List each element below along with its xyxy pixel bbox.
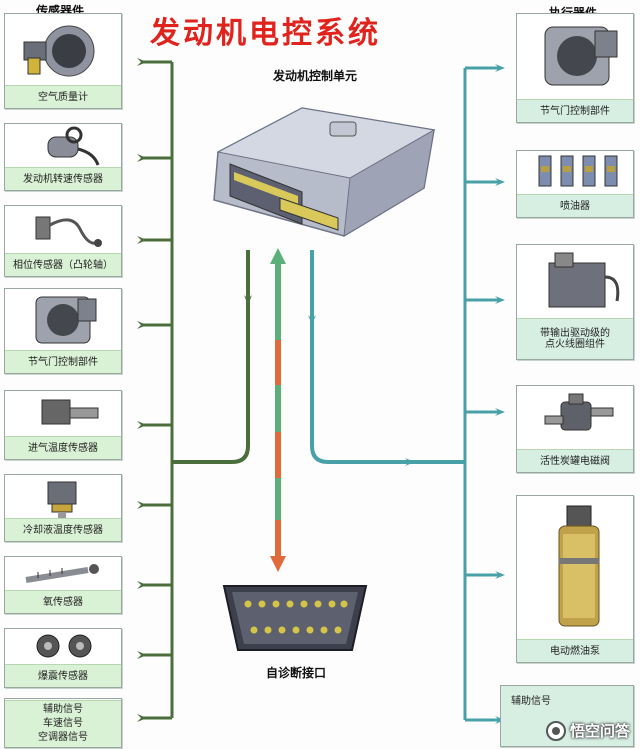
actuator-caption: 喷油器 <box>517 194 633 217</box>
fuel-injector-icon <box>517 151 633 195</box>
sensor-card-engine-speed: 发动机转速传感器 <box>4 123 122 191</box>
air-mass-meter-icon <box>5 14 121 86</box>
sensor-caption: 节气门控制部件 <box>5 350 121 373</box>
sensor-caption: 发动机转速传感器 <box>5 167 121 190</box>
actuator-caption: 带输出驱动级的 点火线圈组件 <box>517 318 633 359</box>
sensor-caption: 氧传感器 <box>5 590 121 613</box>
ignition-coil-icon <box>517 245 633 319</box>
ecu-image <box>213 107 436 237</box>
phase-sensor-icon <box>5 206 121 254</box>
sensor-caption: 冷却液温度传感器 <box>5 518 121 541</box>
watermark: 悟空问答 <box>545 720 630 741</box>
sensor-caption: 辅助信号 车速信号 空调器信号 <box>5 700 121 747</box>
actuator-card-aux-signal: 辅助信号 <box>500 685 634 747</box>
throttle-body-icon <box>5 289 121 351</box>
actuator-caption: 节气门控制部件 <box>517 99 633 122</box>
fuel-pump-icon <box>517 496 633 640</box>
solenoid-valve-icon <box>517 386 633 450</box>
ecu-label: 发动机控制单元 <box>273 69 358 83</box>
sensor-caption: 爆震传感器 <box>5 664 121 687</box>
actuator-caption: 活性炭罐电磁阀 <box>517 449 633 472</box>
intake-temp-sensor-icon <box>5 391 121 437</box>
speed-sensor-icon <box>5 124 121 168</box>
sensor-card-air-mass-meter: 空气质量计 <box>4 13 122 109</box>
obd-label: 自诊断接口 <box>266 666 327 680</box>
sensor-card-throttle: 节气门控制部件 <box>4 288 122 374</box>
sensor-caption: 空气质量计 <box>5 85 121 108</box>
sensor-card-oxygen: 氧传感器 <box>4 556 122 614</box>
watermark-text: 悟空问答 <box>569 722 630 740</box>
page-title: 发动机电控系统 <box>150 16 381 51</box>
actuator-card-ignition-coil: 带输出驱动级的 点火线圈组件 <box>516 244 634 360</box>
actuator-card-injector: 喷油器 <box>516 150 634 218</box>
actuator-card-throttle: 节气门控制部件 <box>516 13 634 123</box>
watermark-logo-icon <box>545 720 566 741</box>
actuator-card-fuel-pump: 电动燃油泵 <box>516 495 634 663</box>
knock-sensor-icon <box>5 629 121 665</box>
sensor-caption: 进气温度传感器 <box>5 436 121 459</box>
sensor-card-coolant-temp: 冷却液温度传感器 <box>4 474 122 542</box>
sensor-card-phase: 相位传感器（凸轮轴） <box>4 205 122 277</box>
sensor-caption: 相位传感器（凸轮轴） <box>5 253 121 276</box>
throttle-body-icon <box>517 14 633 100</box>
obd-connector-image <box>222 585 368 651</box>
actuator-caption: 辅助信号 <box>511 696 551 707</box>
sensor-card-knock: 爆震传感器 <box>4 628 122 688</box>
actuator-caption: 电动燃油泵 <box>517 639 633 662</box>
oxygen-sensor-icon <box>5 557 121 591</box>
sensor-card-aux-signals: 辅助信号 车速信号 空调器信号 <box>4 698 122 748</box>
coolant-temp-sensor-icon <box>5 475 121 519</box>
actuator-card-canister-valve: 活性炭罐电磁阀 <box>516 385 634 473</box>
sensor-card-intake-temp: 进气温度传感器 <box>4 390 122 460</box>
